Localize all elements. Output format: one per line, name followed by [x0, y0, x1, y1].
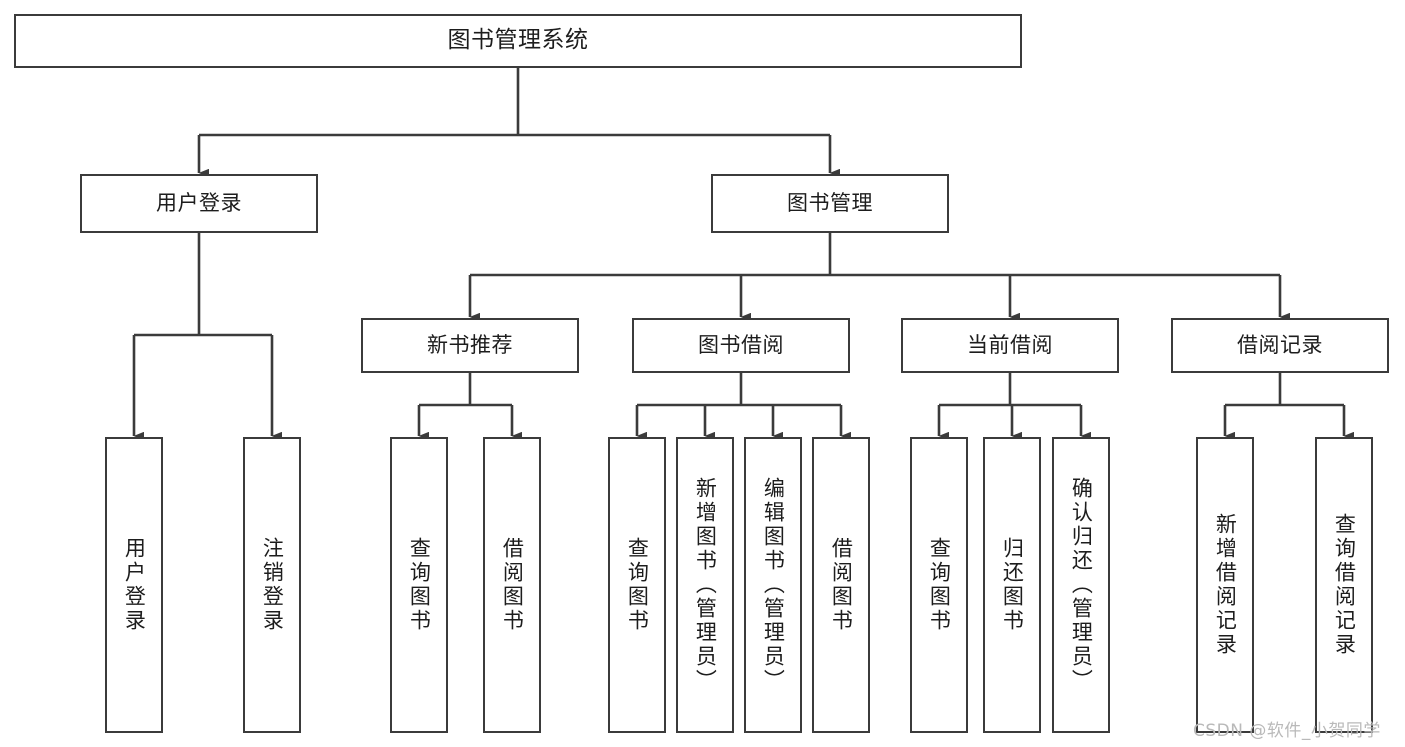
- node-root[interactable]: 图书管理系统: [14, 14, 1022, 68]
- node-leaf-cu-confirm[interactable]: 确认归还（管理员）: [1052, 437, 1110, 733]
- node-label: 归还图书: [1000, 537, 1025, 633]
- node-leaf-cu-query[interactable]: 查询图书: [910, 437, 968, 733]
- node-label: 图书借阅: [698, 333, 784, 358]
- node-records[interactable]: 借阅记录: [1171, 318, 1389, 373]
- node-label: 新增借阅记录: [1213, 513, 1238, 657]
- node-label: 查询借阅记录: [1332, 513, 1357, 657]
- node-leaf-nb-query[interactable]: 查询图书: [390, 437, 448, 733]
- node-leaf-bo-add[interactable]: 新增图书（管理员）: [676, 437, 734, 733]
- node-leaf-user-logout[interactable]: 注销登录: [243, 437, 301, 733]
- node-label: 注销登录: [260, 537, 285, 633]
- node-label: 查询图书: [625, 537, 650, 633]
- node-label: 确认归还（管理员）: [1069, 477, 1094, 693]
- node-label: 借阅图书: [500, 537, 525, 633]
- node-label: 图书管理系统: [447, 27, 589, 54]
- node-newbook[interactable]: 新书推荐: [361, 318, 579, 373]
- node-leaf-bo-query[interactable]: 查询图书: [608, 437, 666, 733]
- node-label: 新增图书（管理员）: [693, 477, 718, 693]
- node-label: 用户登录: [156, 191, 242, 216]
- node-leaf-cu-return[interactable]: 归还图书: [983, 437, 1041, 733]
- node-borrow[interactable]: 图书借阅: [632, 318, 850, 373]
- node-label: 图书管理: [787, 191, 873, 216]
- node-leaf-bo-edit[interactable]: 编辑图书（管理员）: [744, 437, 802, 733]
- node-label: 借阅记录: [1237, 333, 1323, 358]
- node-current[interactable]: 当前借阅: [901, 318, 1119, 373]
- node-login[interactable]: 用户登录: [80, 174, 318, 233]
- node-label: 新书推荐: [427, 333, 513, 358]
- node-label: 当前借阅: [967, 333, 1053, 358]
- node-leaf-nb-borrow[interactable]: 借阅图书: [483, 437, 541, 733]
- node-label: 查询图书: [927, 537, 952, 633]
- node-bookmgmt[interactable]: 图书管理: [711, 174, 949, 233]
- node-label: 编辑图书（管理员）: [761, 477, 786, 693]
- node-label: 借阅图书: [829, 537, 854, 633]
- node-label: 查询图书: [407, 537, 432, 633]
- node-leaf-bo-borrow[interactable]: 借阅图书: [812, 437, 870, 733]
- node-leaf-re-query[interactable]: 查询借阅记录: [1315, 437, 1373, 733]
- csdn-watermark: CSDN @软件_小贺同学: [1193, 721, 1381, 741]
- node-label: 用户登录: [122, 537, 147, 633]
- node-leaf-user-login[interactable]: 用户登录: [105, 437, 163, 733]
- node-leaf-re-add[interactable]: 新增借阅记录: [1196, 437, 1254, 733]
